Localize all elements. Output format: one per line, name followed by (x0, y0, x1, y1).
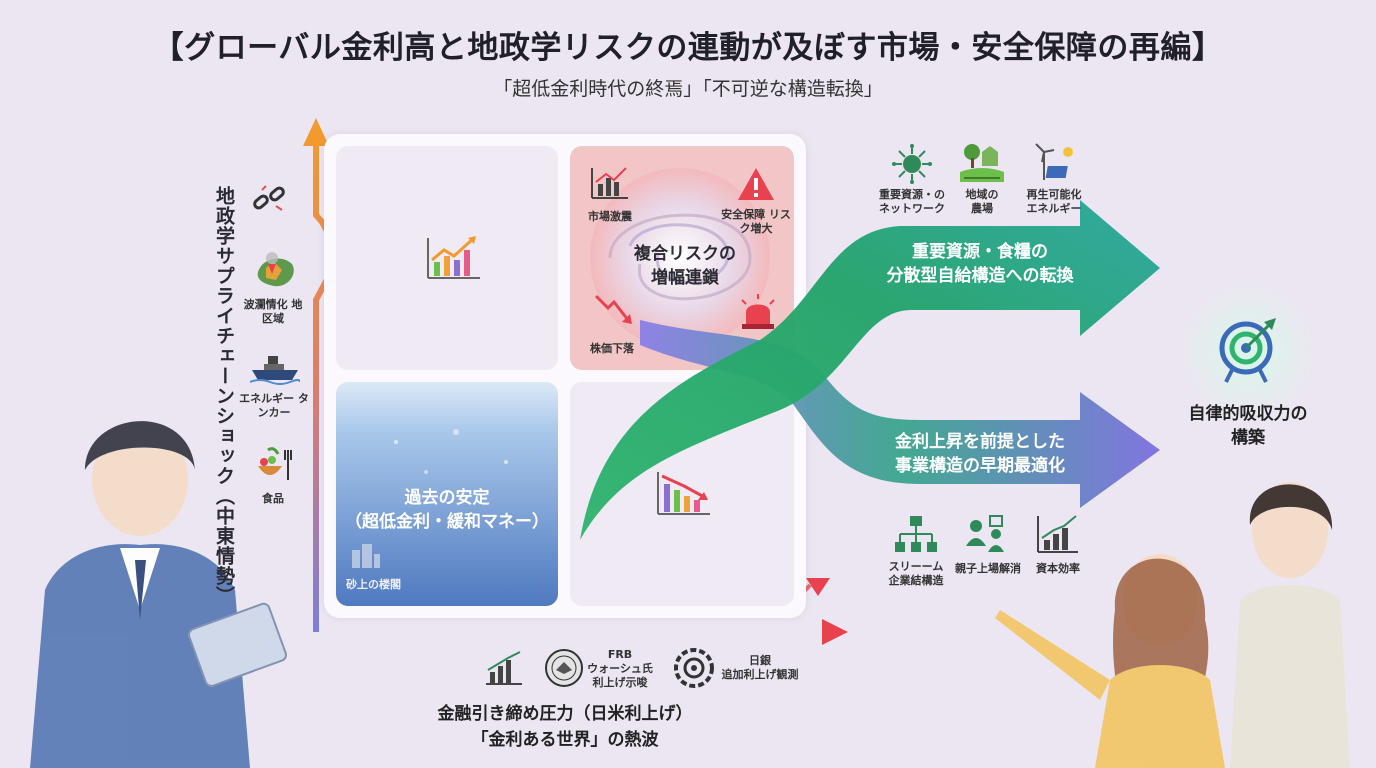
local-farm-label: 地域の 農場 (965, 188, 999, 215)
parent-child-icon (964, 514, 1008, 558)
falling-chart-icon (654, 468, 712, 522)
virus-network-icon (892, 144, 932, 188)
quadrant-bottom-left: 過去の安定 （超低金利・緩和マネー） 砂上の楼閣 (336, 382, 558, 606)
market-chart-icon (590, 166, 630, 204)
renewable-energy-label: 再生可能化 エネルギー (1026, 188, 1082, 215)
fed-seal-icon (544, 648, 584, 692)
line-chart-icon (424, 234, 482, 286)
sand-castle-label: 砂上の楼閣 (346, 578, 401, 591)
boj-label: 日銀 追加利上げ観測 (721, 654, 799, 681)
stock-down-icon (594, 292, 634, 332)
quadrant-top-left (336, 146, 558, 370)
target-icon (1214, 312, 1284, 388)
food-label: 食品 (262, 492, 284, 505)
businessman-illustration (30, 421, 287, 768)
food-icon (252, 444, 296, 484)
siren-icon (738, 294, 778, 334)
frb-label: FRB ウォーシュ氏 利上げ示唆 (587, 648, 653, 689)
farm-icon (960, 142, 1004, 186)
page-title: 【グローバル金利高と地政学リスクの連動が及ぼす市場・安全保障の再編】 (152, 30, 1224, 66)
sand-castle-icon (348, 540, 384, 574)
lower-path-text: 金利上昇を前提とした 事業構造の早期最適化 (895, 432, 1065, 476)
boj-seal-icon (674, 648, 714, 692)
stock-drop-label: 株価下落 (590, 342, 634, 355)
past-stability-label: 過去の安定 （超低金利・緩和マネー） (345, 488, 549, 532)
org-chart-icon (894, 514, 938, 560)
parent-child-listing-label: 親子上場解消 (955, 562, 1021, 575)
goal-label: 自律的吸収力の 構築 (1188, 404, 1308, 448)
tanker-icon (249, 352, 301, 386)
y-axis-label: 地政学サプライチェーンショック（中東情勢） (213, 186, 235, 606)
conflict-map-icon (252, 250, 300, 292)
warning-icon (736, 166, 776, 206)
upper-path-text: 重要資源・食糧の 分散型自給構造への転換 (886, 242, 1074, 286)
risk-matrix: 市場激震 安全保障 リスク増大 複合リスクの 増幅連鎖 株価下落 過去の安定 （… (324, 134, 806, 618)
page-subtitle: 「超低金利時代の終焉」「不可逆な構造転換」 (493, 78, 883, 100)
capital-efficiency-label: 資本効率 (1036, 562, 1080, 575)
compound-risk-label: 複合リスクの 増幅連鎖 (634, 244, 736, 288)
couple-illustration (995, 482, 1350, 768)
energy-tanker-label: エネルギー タンカー (239, 392, 309, 419)
x-axis-label-line2: 「金利ある世界」の熱波 (471, 730, 659, 750)
bar-growth-icon (1036, 514, 1080, 558)
streamlined-structure-label: スリーーム 企業結構造 (888, 560, 944, 587)
renewable-icon (1030, 142, 1076, 186)
conflict-region-label: 波瀾情化 地区域 (243, 298, 303, 325)
quadrant-bottom-right (570, 382, 794, 606)
security-risk-label: 安全保障 リスク増大 (721, 208, 791, 235)
rising-chart-icon (484, 650, 524, 690)
market-shock-label: 市場激震 (588, 210, 632, 223)
broken-chain-icon (250, 184, 290, 218)
x-axis-label-line1: 金融引き締め圧力（日米利上げ） (437, 704, 693, 724)
resource-network-label: 重要資源・の ネットワーク (879, 188, 945, 215)
quadrant-top-right: 市場激震 安全保障 リスク増大 複合リスクの 増幅連鎖 株価下落 (570, 146, 794, 370)
